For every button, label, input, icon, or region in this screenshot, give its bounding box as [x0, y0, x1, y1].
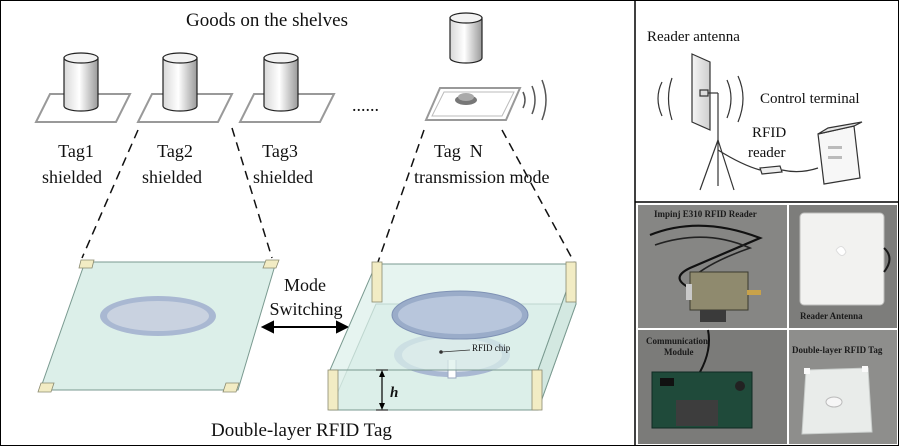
- tag3-name: Tag3: [262, 141, 298, 161]
- photo-label-impinj: Impinj E310 RFID Reader: [654, 209, 757, 219]
- reader-setup-drawing: [657, 53, 863, 191]
- tag3-state: shielded: [253, 167, 313, 187]
- photo-reader-antenna: [789, 205, 897, 328]
- tag1-name: Tag1: [58, 141, 94, 161]
- shelf-title: Goods on the shelves: [186, 10, 349, 31]
- photo-impinj-reader: [638, 205, 787, 328]
- single-layer-tag: [37, 259, 280, 393]
- rfid-chip-label: RFID chip: [472, 343, 511, 353]
- goods-ellipsis: ......: [352, 95, 379, 115]
- tagn-name: Tag N: [434, 141, 483, 161]
- tagn-state: transmission mode: [414, 167, 550, 187]
- control-terminal-label: Control terminal: [760, 91, 860, 107]
- reader-antenna-label: Reader antenna: [647, 29, 740, 45]
- bottom-caption: Double-layer RFID Tag: [211, 420, 392, 441]
- tag2-state: shielded: [142, 167, 202, 187]
- goods-item-2: [136, 52, 234, 123]
- height-label: h: [390, 385, 399, 401]
- mode-switching-arrow: [260, 320, 350, 334]
- tag2-name: Tag2: [157, 141, 193, 161]
- reader-label: reader: [748, 145, 786, 161]
- photo-label-double-tag: Double-layer RFID Tag: [792, 345, 883, 355]
- photo-communication-module: [638, 329, 787, 444]
- photo-label-antenna: Reader Antenna: [800, 311, 863, 321]
- photo-label-module: Module: [664, 347, 694, 357]
- antenna-waves-icon: [657, 75, 744, 123]
- double-layer-tag: [327, 261, 577, 411]
- switching-label: Switching: [269, 299, 343, 319]
- projection-lines: [81, 127, 575, 263]
- goods-item-3: [238, 52, 336, 123]
- rfid-label: RFID: [752, 125, 787, 141]
- mode-label: Mode: [284, 275, 326, 295]
- photo-label-communication: Communication: [646, 336, 709, 346]
- goods-item-n: [424, 12, 522, 121]
- photo-double-layer-tag: [789, 330, 897, 444]
- goods-item-1: [34, 52, 132, 123]
- signal-waves-icon: [522, 79, 547, 121]
- tag1-state: shielded: [42, 167, 102, 187]
